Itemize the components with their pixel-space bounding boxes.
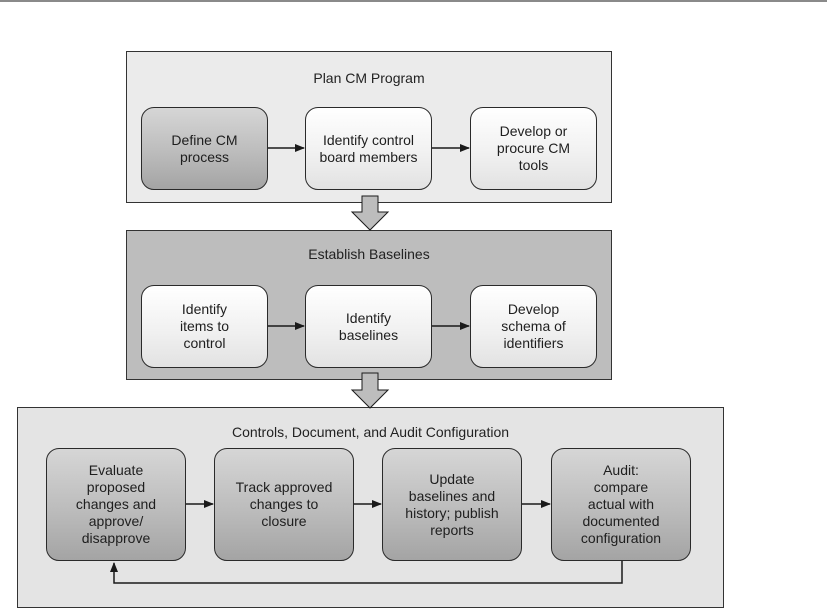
step-label-line: changes to <box>249 496 319 512</box>
step-label-line: disapprove <box>81 530 151 546</box>
step-label-line: configuration <box>580 530 662 546</box>
step-label-line: closure <box>261 513 307 529</box>
step-label-line: baselines and <box>408 487 496 504</box>
step-label-line: identifiers <box>503 335 564 351</box>
step-label-line: Develop <box>507 301 560 317</box>
step-label-line: Define CM <box>171 131 238 148</box>
top-rule <box>0 0 827 2</box>
step-label-line: board members <box>319 148 418 165</box>
step-label-line: process <box>179 148 229 165</box>
step-label-line: reports <box>430 521 474 538</box>
step-label-line: documented <box>582 513 660 529</box>
step-label-line: Audit: <box>603 462 639 478</box>
step-label-line: Evaluate <box>88 462 144 478</box>
step-label-line: proposed <box>86 479 146 495</box>
step-label-line: Develop or <box>499 123 568 139</box>
step-label-line: tools <box>518 157 549 173</box>
step-label-line: Identify <box>345 309 392 326</box>
step-label-line: items to <box>179 318 229 334</box>
step-label-line: approve/ <box>88 513 144 529</box>
stage-title: Plan CM Program <box>313 70 425 86</box>
stage-title: Establish Baselines <box>308 246 430 262</box>
step-label-line: baselines <box>338 326 399 343</box>
step-label-line: schema of <box>501 318 566 334</box>
step-label-line: Track approved <box>235 479 333 495</box>
step-label-line: changes and <box>75 496 157 512</box>
step-label-line: control <box>183 335 226 351</box>
step-label-line: compare <box>593 479 649 495</box>
step-label-line: history; publish <box>405 504 499 521</box>
stage-title: Controls, Document, and Audit Configurat… <box>231 424 510 440</box>
step-label-line: Update <box>429 470 475 487</box>
step-label-line: Identify <box>181 301 228 317</box>
step-label-line: actual with <box>587 496 655 512</box>
step-label-line: Identify control <box>322 131 415 148</box>
step-label-line: procure CM <box>496 140 571 156</box>
